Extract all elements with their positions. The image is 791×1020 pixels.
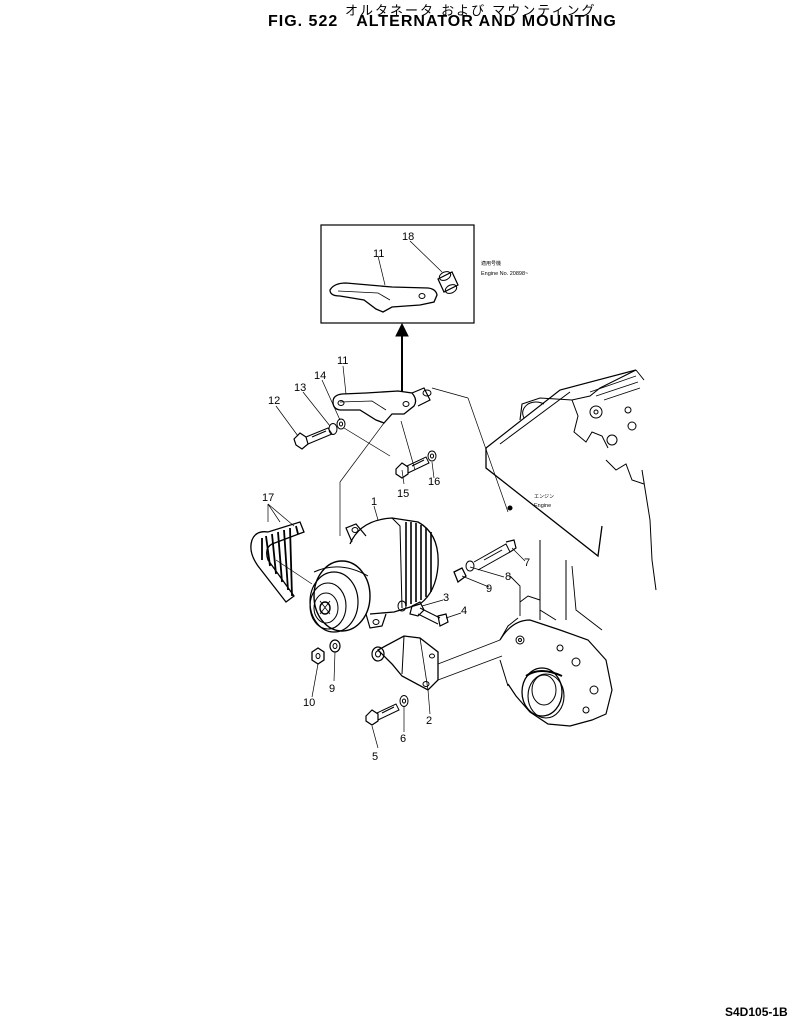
callout-4: 4 [461, 605, 467, 617]
crank-housing [499, 595, 613, 727]
bolt-5 [365, 695, 409, 726]
callout-9-lower: 9 [329, 683, 335, 695]
engine-label-english: Engine [534, 503, 551, 509]
callout-16: 16 [428, 476, 440, 488]
callout-15: 15 [397, 488, 409, 500]
figure-caption: ALTERNATOR AND MOUNTING [356, 13, 617, 30]
japanese-title: オルタネータ および マウンティング [345, 4, 597, 19]
callout-1: 1 [371, 496, 377, 508]
bolt-3 [409, 601, 449, 627]
v-belt [250, 521, 313, 603]
callout-10: 10 [303, 697, 315, 709]
callout-6: 6 [400, 733, 406, 745]
inset-box [320, 224, 475, 324]
figure-title: FIG. 522 ALTERNATOR AND MOUNTING [268, 13, 635, 31]
callout-14: 14 [314, 370, 326, 382]
alternator [309, 517, 439, 633]
callout-leaders [267, 365, 526, 749]
bolt-15 [395, 450, 437, 479]
detail-arrow [395, 322, 409, 392]
inset-note-japanese: 適用号機 [481, 260, 501, 267]
callout-3: 3 [443, 592, 449, 604]
document-code: S4D105-1B [725, 1005, 788, 1019]
assembly-guide-lines [339, 387, 509, 536]
callout-2: 2 [426, 715, 432, 727]
engine-block [485, 369, 657, 631]
callout-5: 5 [372, 751, 378, 763]
callout-11-inset: 11 [373, 248, 384, 260]
callout-13: 13 [294, 382, 306, 394]
callout-8: 8 [505, 571, 511, 583]
bolt-12 [293, 418, 346, 450]
figure-number: FIG. 522 [268, 13, 339, 30]
inset-note: 適用号機 Engine No. 20898~ [481, 260, 528, 277]
engine-label: エンジン Engine [534, 494, 554, 509]
engine-label-japanese: エンジン [534, 494, 554, 500]
callout-11: 11 [337, 355, 348, 367]
callout-12: 12 [268, 395, 280, 407]
callout-numbers: 11 18 11 13 14 12 15 16 17 1 3 4 7 8 9 9… [262, 231, 530, 763]
callout-17: 17 [262, 492, 274, 504]
inset-note-english: Engine No. 20898~ [481, 271, 528, 277]
bolt-7 [453, 539, 517, 584]
lower-bracket [371, 635, 503, 691]
callout-18: 18 [402, 231, 414, 243]
nut-10-washer-9 [311, 639, 341, 665]
callout-9-upper: 9 [486, 583, 492, 595]
callout-7: 7 [524, 557, 530, 569]
upper-bracket [332, 387, 432, 424]
